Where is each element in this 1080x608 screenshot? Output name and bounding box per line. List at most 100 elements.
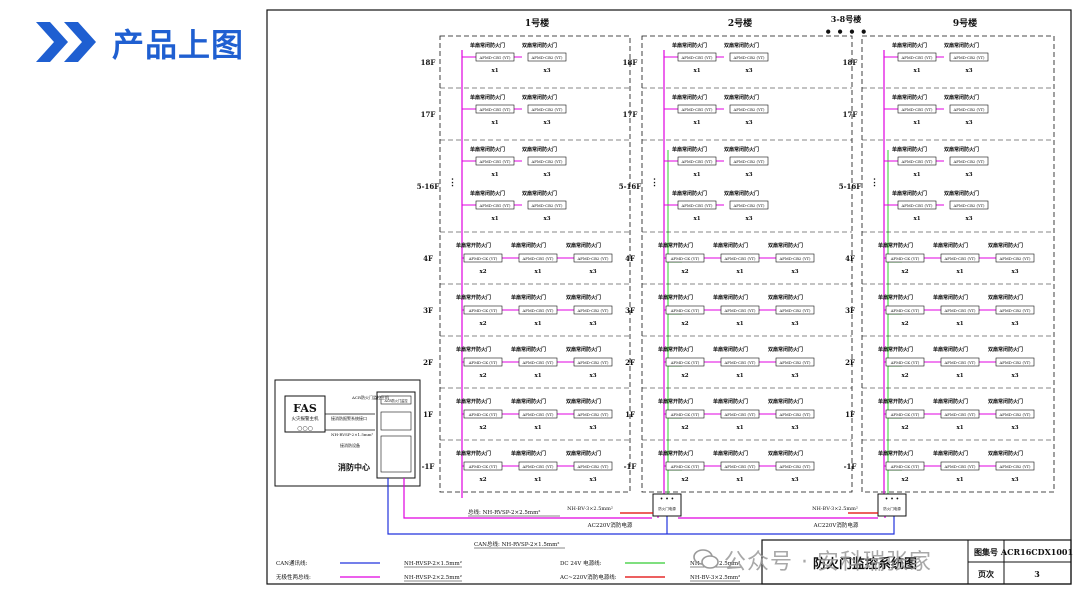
svg-text:页次: 页次: [978, 569, 994, 579]
door-monitor-module: [995, 305, 1035, 315]
door-type-label: 双扇常闭防火门: [724, 42, 759, 49]
floor-label: 4F: [845, 254, 855, 263]
continuation-dots: ⋮: [448, 177, 457, 188]
floor-label: -1F: [422, 462, 435, 471]
door-type-label: 单扇常开防火门: [658, 242, 693, 249]
module-model: AFMD-CB2 (YT): [577, 412, 610, 417]
floor-label: 2F: [845, 358, 855, 367]
door-type-label: 单扇常闭防火门: [892, 190, 927, 197]
module-model: AFMD-CB1 (YT): [681, 203, 714, 208]
module-quantity: x2: [901, 425, 908, 431]
module-model: AFMD-CB2 (YT): [999, 360, 1032, 365]
module-quantity: x1: [693, 68, 700, 74]
door-type-label: 双扇常闭防火门: [522, 42, 557, 49]
svg-text:○○○: ○○○: [297, 425, 313, 432]
floor-label: 5-16F: [619, 182, 642, 191]
drawing-frame: [266, 9, 1072, 585]
door-monitor-module: [775, 357, 815, 367]
floor-label: 2F: [625, 358, 635, 367]
door-type-label: 双扇常闭防火门: [566, 294, 601, 301]
continuation-dots: ⋮: [870, 177, 879, 188]
building-3-8-dots: • • • •: [824, 25, 867, 39]
svg-text:图集号: 图集号: [974, 547, 998, 557]
module-quantity: x1: [956, 321, 963, 327]
module-quantity: x1: [956, 477, 963, 483]
floor-label: 3F: [625, 306, 635, 315]
door-type-label: 单扇常闭防火门: [713, 346, 748, 353]
module-quantity: x1: [736, 373, 743, 379]
module-quantity: x1: [693, 120, 700, 126]
module-model: AFMD-CB1 (YT): [724, 464, 757, 469]
module-quantity: x1: [913, 172, 920, 178]
module-quantity: x1: [913, 216, 920, 222]
door-monitor-module: [775, 461, 815, 471]
svg-text:3: 3: [1034, 569, 1040, 579]
module-quantity: x3: [1011, 269, 1018, 275]
module-model: AFMD-CB2 (YT): [953, 55, 986, 60]
floor-label: 1F: [423, 410, 433, 419]
svg-text:CAN通讯线:: CAN通讯线:: [276, 559, 307, 567]
building-b1-frame: [439, 35, 631, 493]
module-quantity: x1: [534, 269, 541, 275]
door-type-label: 单扇常开防火门: [658, 450, 693, 457]
module-model: AFMD-CK (YT): [468, 308, 498, 313]
svg-text:AC220V消防电源: AC220V消防电源: [813, 521, 859, 529]
door-monitor-module: [665, 461, 705, 471]
door-type-label: 单扇常开防火门: [878, 398, 913, 405]
module-model: AFMD-CK (YT): [890, 256, 920, 261]
door-monitor-module: [995, 253, 1035, 263]
module-quantity: x2: [901, 477, 908, 483]
door-monitor-module: [897, 52, 937, 62]
module-model: AFMD-CK (YT): [670, 464, 700, 469]
svg-text:防火门电源: 防火门电源: [883, 506, 901, 511]
svg-text:NH-RVSP-2×2.5mm²: NH-RVSP-2×2.5mm²: [404, 574, 462, 581]
door-type-label: 单扇常闭防火门: [933, 398, 968, 405]
door-type-label: 单扇常闭防火门: [511, 398, 546, 405]
door-monitor-module: [463, 305, 503, 315]
door-type-label: 单扇常闭防火门: [933, 450, 968, 457]
module-quantity: x1: [736, 269, 743, 275]
door-monitor-module: [949, 104, 989, 114]
module-model: AFMD-CB1 (YT): [522, 308, 555, 313]
floor-label: 3F: [845, 306, 855, 315]
module-quantity: x1: [534, 321, 541, 327]
door-monitor-module: [573, 253, 613, 263]
can-bus-label: CAN总线: NH-RVSP-2×1.5mm²: [474, 540, 560, 548]
door-monitor-module: [463, 409, 503, 419]
door-type-label: 单扇常闭防火门: [511, 242, 546, 249]
door-monitor-module: [518, 409, 558, 419]
module-model: AFMD-CB2 (YT): [953, 203, 986, 208]
module-quantity: x1: [736, 425, 743, 431]
door-monitor-module: [463, 461, 503, 471]
door-type-label: 单扇常闭防火门: [511, 294, 546, 301]
door-monitor-module: [729, 200, 769, 210]
door-type-label: 单扇常闭防火门: [933, 294, 968, 301]
door-type-label: 双扇常闭防火门: [988, 294, 1023, 301]
door-type-label: 双扇常闭防火门: [768, 450, 803, 457]
module-quantity: x3: [1011, 425, 1018, 431]
monitor-host-panel: [376, 391, 416, 479]
module-quantity: x2: [901, 269, 908, 275]
floor-label: 5-16F: [417, 182, 440, 191]
module-model: AFMD-CB1 (YT): [944, 256, 977, 261]
svg-text:接消防报警系统接口: 接消防报警系统接口: [331, 415, 367, 421]
door-type-label: 双扇常闭防火门: [768, 294, 803, 301]
door-type-label: 单扇常开防火门: [658, 398, 693, 405]
module-quantity: x3: [965, 68, 972, 74]
door-monitor-module: [995, 357, 1035, 367]
module-quantity: x2: [681, 425, 688, 431]
door-type-label: 单扇常开防火门: [878, 242, 913, 249]
module-model: AFMD-CB2 (YT): [953, 159, 986, 164]
door-monitor-module: [729, 52, 769, 62]
module-model: AFMD-CB2 (YT): [779, 308, 812, 313]
door-monitor-module: [518, 357, 558, 367]
door-monitor-module: [665, 357, 705, 367]
svg-text:NH-BV-3×2.5mm²: NH-BV-3×2.5mm²: [567, 506, 613, 512]
door-monitor-module: [885, 253, 925, 263]
door-type-label: 单扇常闭防火门: [892, 94, 927, 101]
floor-label: 4F: [625, 254, 635, 263]
module-model: AFMD-CB1 (YT): [724, 360, 757, 365]
door-type-label: 双扇常闭防火门: [988, 242, 1023, 249]
door-monitor-module: [949, 156, 989, 166]
module-model: AFMD-CB2 (YT): [779, 360, 812, 365]
